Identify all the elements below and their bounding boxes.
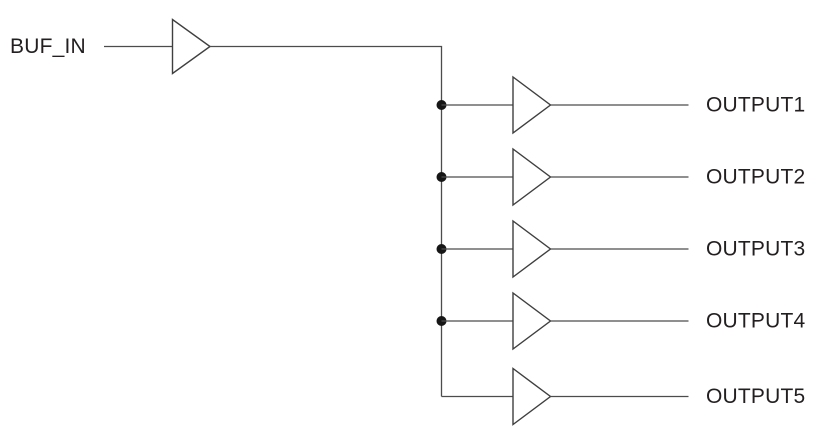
input-net-label: BUF_IN <box>10 35 86 58</box>
output-buffer-symbol <box>512 367 552 426</box>
output-branch-1: OUTPUT1 <box>436 75 805 135</box>
fanout-trunk-wire <box>210 45 443 397</box>
output-net-label: OUTPUT3 <box>706 238 805 261</box>
output-branch-4: OUTPUT4 <box>436 291 806 351</box>
output-net-label: OUTPUT4 <box>706 310 806 333</box>
output-branch-2: OUTPUT2 <box>436 147 805 207</box>
output-buffer-symbol <box>512 219 552 279</box>
output-net-label: OUTPUT2 <box>706 166 805 189</box>
input-buffer-symbol <box>171 18 212 75</box>
output-branch-5: OUTPUT5 <box>441 367 805 426</box>
output-net-label: OUTPUT1 <box>706 94 805 117</box>
output-buffer-symbol <box>512 147 552 207</box>
output-buffer-symbol <box>512 75 552 135</box>
output-net-label: OUTPUT5 <box>706 385 805 408</box>
output-branch-3: OUTPUT3 <box>436 219 805 279</box>
output-buffer-symbol <box>512 291 552 351</box>
